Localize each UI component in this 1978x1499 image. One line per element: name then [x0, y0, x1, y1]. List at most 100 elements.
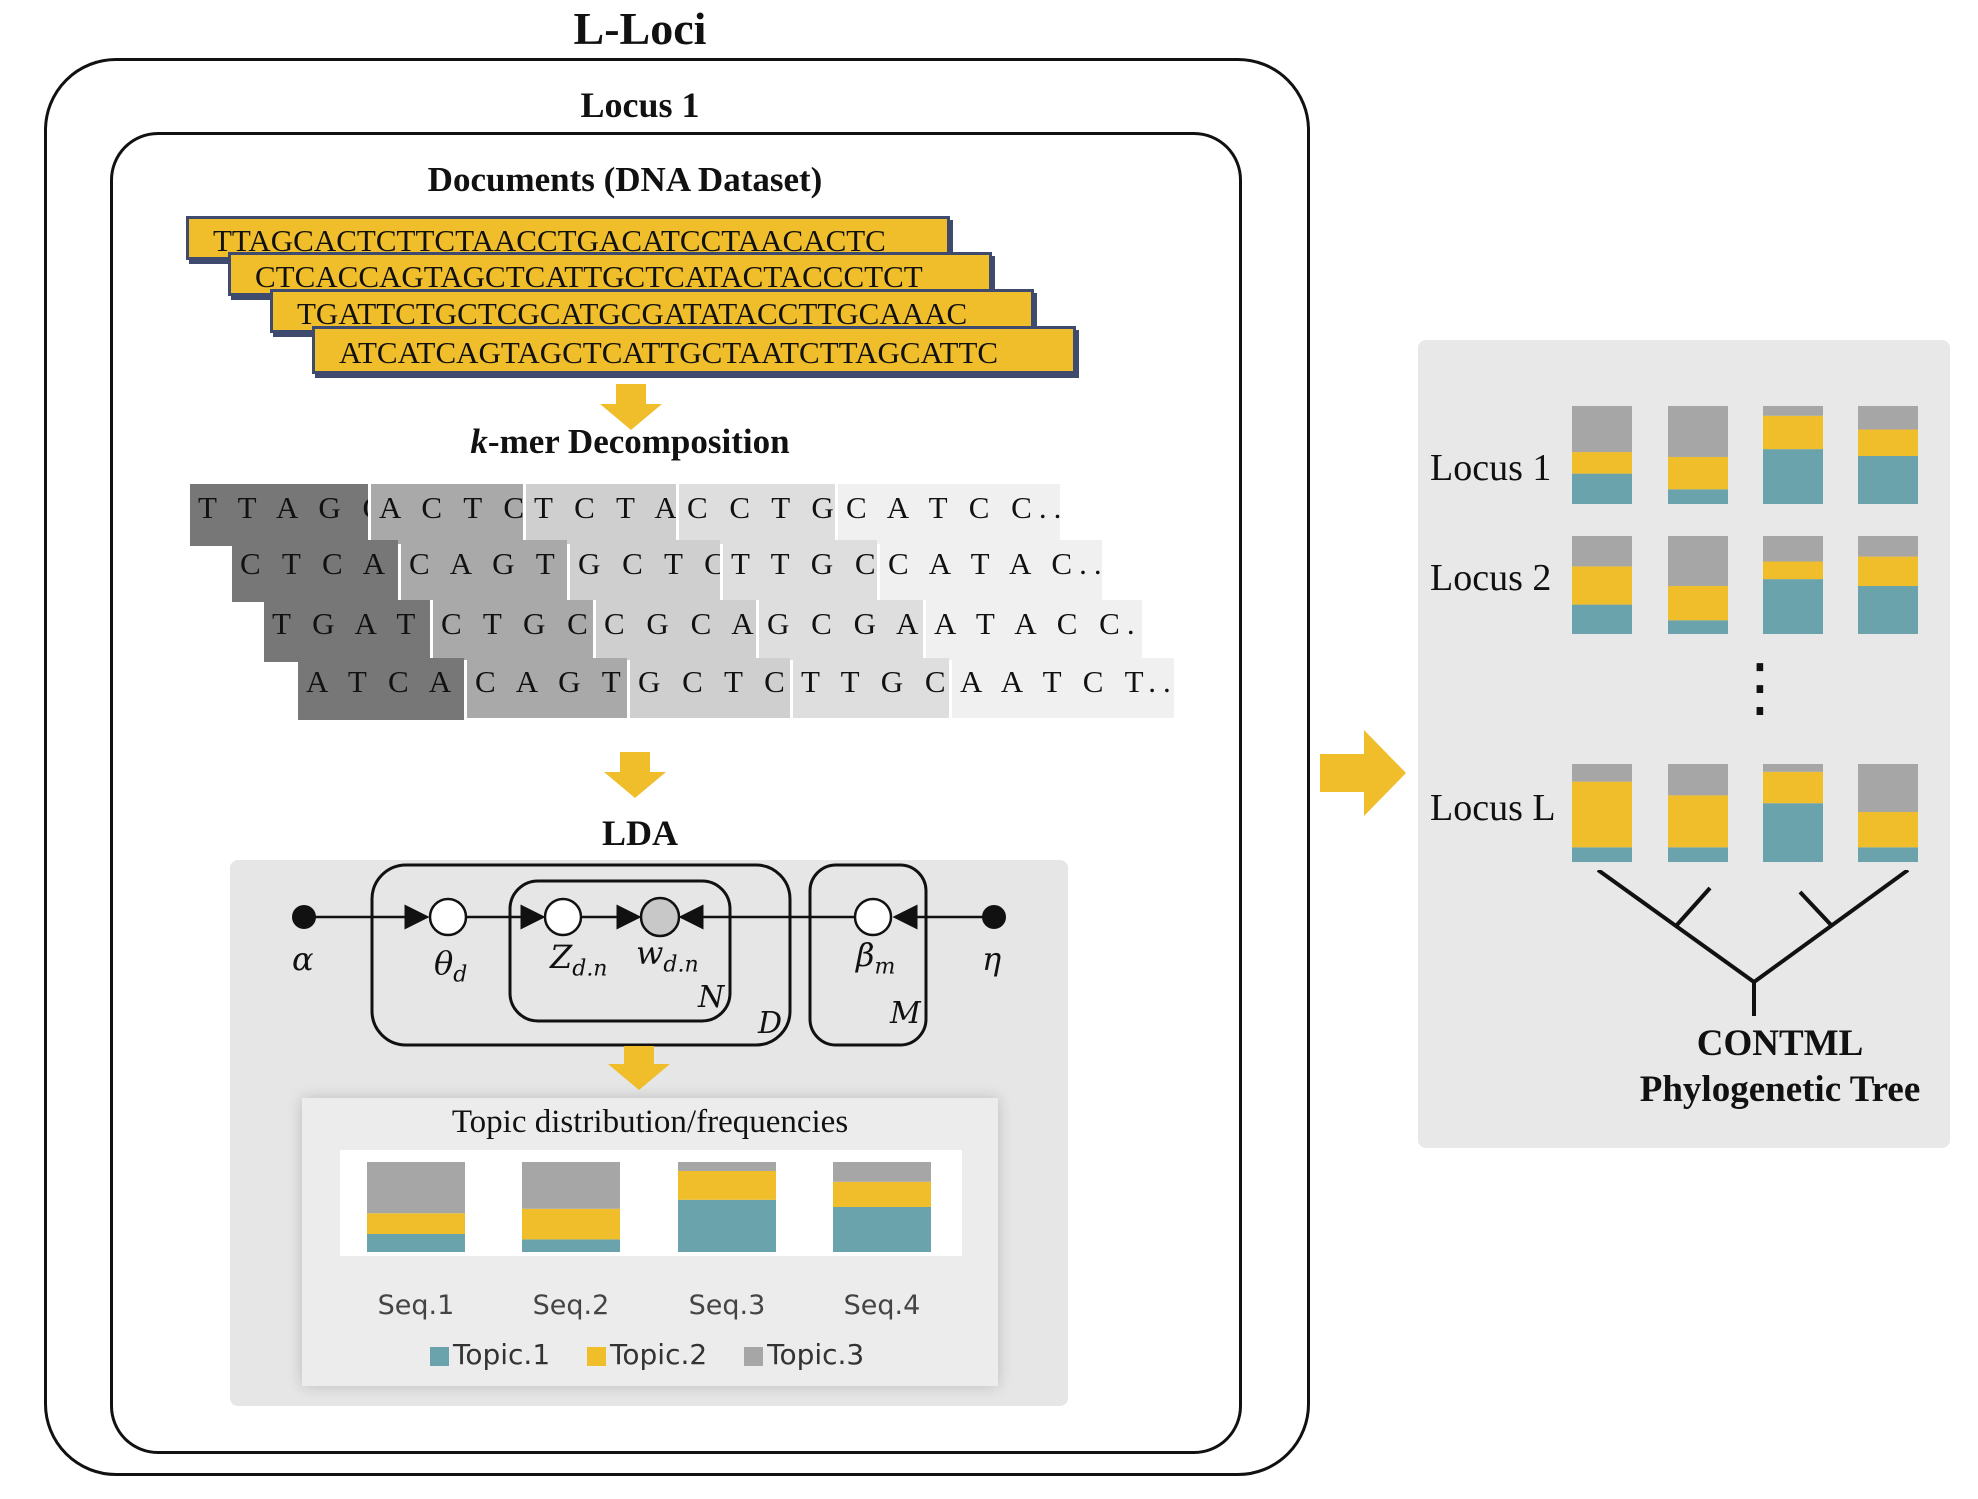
- w-node: [639, 896, 681, 938]
- kmer-cell: T G A T T: [264, 600, 430, 662]
- kmer-cell: C G C A T: [596, 600, 756, 660]
- plate-N: [508, 879, 732, 1023]
- locus3-col2-bar-topic3-segment: [1668, 764, 1728, 796]
- locus2-col1-bar-topic3-segment: [1572, 536, 1632, 567]
- seq2-bar-topic2-segment: [522, 1208, 620, 1240]
- legend-item-topic2: Topic.2: [587, 1338, 707, 1371]
- locus3-col2-bar-topic1-segment: [1668, 847, 1728, 862]
- z-symbol: Z: [550, 938, 573, 976]
- eta-label: η: [982, 940, 1002, 978]
- locus1-col2-bar-topic2-segment: [1668, 456, 1728, 490]
- kmer-cell: T T G C T: [793, 658, 949, 718]
- kmer-cell: C A T C C...: [838, 484, 1060, 544]
- x-tick-label: Seq.2: [533, 1290, 610, 1321]
- kmer-cell: C A T A C...: [880, 540, 1102, 600]
- kmer-title: k-mer Decomposition: [420, 422, 840, 462]
- phylogenetic-tree-icon: [1596, 870, 1910, 1016]
- w-label: wd.n: [636, 934, 699, 977]
- plate-D: [370, 863, 792, 1047]
- locus3-col2-bar-topic2-segment: [1668, 795, 1728, 848]
- locus-title: Locus 1: [580, 85, 700, 125]
- beta-symbol: β: [856, 936, 875, 974]
- w-symbol: w: [636, 934, 664, 972]
- plate-N-label: N: [698, 980, 725, 1015]
- seq4-bar-topic3-segment: [833, 1162, 931, 1182]
- kmer-cell: C T C A C: [232, 540, 398, 602]
- legend-label-topic1: Topic.1: [453, 1338, 551, 1371]
- locus2-col2-bar-topic1-segment: [1668, 620, 1728, 634]
- z-node: [543, 897, 583, 937]
- locus1-col1-bar-topic1-segment: [1572, 473, 1632, 504]
- plate-D-label: D: [758, 1006, 783, 1041]
- seq1-bar-topic2-segment: [367, 1213, 465, 1234]
- kmer-cell: G C T C A: [570, 540, 720, 600]
- kmer-cell: C C T G A: [679, 484, 835, 544]
- locus2-col3-bar-topic3-segment: [1763, 536, 1823, 562]
- beta-label: βm: [856, 936, 895, 979]
- documents-title: Documents (DNA Dataset): [427, 160, 823, 199]
- kmer-title-rest: -mer Decomposition: [487, 422, 790, 461]
- locus3-col1-bar-topic3-segment: [1572, 764, 1632, 782]
- kmer-cell: T C T A A: [526, 484, 676, 544]
- beta-subscript: m: [874, 954, 896, 980]
- down-arrow-icon: [608, 1046, 670, 1090]
- seq3-bar-topic1-segment: [678, 1199, 776, 1252]
- locus3-col3-bar-topic3-segment: [1763, 764, 1823, 772]
- kmer-cell: C A G T A: [401, 540, 567, 600]
- lda-title: LDA: [601, 813, 678, 853]
- theta-symbol: θ: [434, 944, 454, 982]
- kmer-cell: C T G C T: [433, 600, 593, 660]
- legend-item-topic3: Topic.3: [744, 1338, 864, 1371]
- x-tick-label: Seq.4: [844, 1290, 921, 1321]
- seq3-bar-topic3-segment: [678, 1162, 776, 1171]
- locus1-col3-bar-topic2-segment: [1763, 415, 1823, 450]
- seq1-bar-topic3-segment: [367, 1162, 465, 1214]
- seq1-bar-topic1-segment: [367, 1234, 465, 1252]
- x-tick-label: Seq.3: [689, 1290, 766, 1321]
- kmer-cell: A T C A T: [298, 658, 464, 720]
- contml-title-line1: CONTML: [1696, 1023, 1864, 1064]
- theta-subscript: d: [453, 962, 468, 988]
- locus-container: [110, 132, 1242, 1454]
- seq2-bar-topic1-segment: [522, 1239, 620, 1252]
- legend-label-topic2: Topic.2: [610, 1338, 708, 1371]
- kmer-k: k: [470, 422, 488, 461]
- topic-distribution-title: Topic distribution/frequencies: [451, 1104, 849, 1140]
- locus2-col4-bar-topic2-segment: [1858, 556, 1918, 586]
- locus1-col2-bar-topic3-segment: [1668, 406, 1728, 457]
- loci-stacked-bar-grid: [1572, 406, 1918, 862]
- down-arrow-icon: [600, 384, 662, 430]
- locus3-col4-bar-topic1-segment: [1858, 847, 1918, 862]
- kmer-cell: A C T C T: [371, 484, 523, 544]
- document-sequence-4: ATCATCAGTAGCTCATTGCTAATCTTAGCATTC: [312, 326, 1076, 374]
- seq3-bar-topic2-segment: [678, 1171, 776, 1200]
- locus1-col3-bar-topic3-segment: [1763, 406, 1823, 416]
- legend-item-topic1: Topic.1: [430, 1338, 550, 1371]
- beta-node: [853, 897, 893, 937]
- plate-M-label: M: [890, 996, 921, 1031]
- plate-M: [808, 863, 928, 1047]
- seq2-bar-topic3-segment: [522, 1162, 620, 1209]
- theta-label: θd: [434, 944, 467, 987]
- topic2-swatch: [587, 1346, 607, 1366]
- lloci-title: L-Loci: [573, 3, 707, 54]
- kmer-cell: G C T C A: [630, 658, 790, 718]
- down-arrow-icon: [604, 752, 666, 798]
- locus3-col3-bar-topic2-segment: [1763, 771, 1823, 804]
- locus1-col1-bar-topic3-segment: [1572, 406, 1632, 453]
- kmer-cell: A T A C C...: [926, 600, 1142, 660]
- theta-node: [428, 897, 468, 937]
- kmer-cell: T T G C T: [723, 540, 877, 600]
- eta-node: [982, 905, 1006, 929]
- locus3-col4-bar-topic3-segment: [1858, 764, 1918, 813]
- locus-row-label-2: Locus 2: [1430, 557, 1552, 599]
- right-arrow-icon: [1320, 730, 1406, 816]
- seq4-bar-topic2-segment: [833, 1181, 931, 1207]
- locus-row-label-1: Locus 1: [1430, 447, 1552, 489]
- locus1-col4-bar-topic3-segment: [1858, 406, 1918, 430]
- locus2-col3-bar-topic1-segment: [1763, 579, 1823, 634]
- topic1-swatch: [430, 1346, 449, 1366]
- kmer-cell: T T A G C: [190, 484, 368, 546]
